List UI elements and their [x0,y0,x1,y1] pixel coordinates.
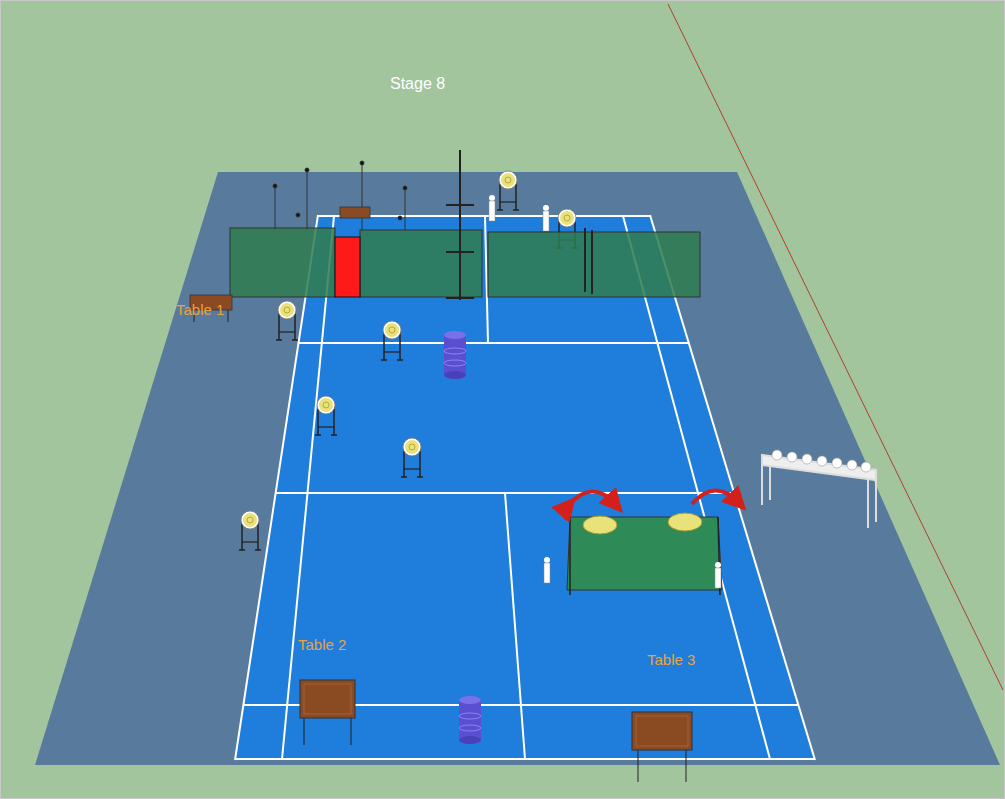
table-label: Table 3 [647,651,695,668]
title-holder: Stage 8 [390,75,445,93]
label-holder: Table 1 [176,301,224,319]
table-label: Table 1 [176,301,224,318]
label-holder: Table 2 [298,636,346,654]
label-holder: Table 3 [647,651,695,669]
stage-title: Stage 8 [390,75,445,92]
table-label: Table 2 [298,636,346,653]
